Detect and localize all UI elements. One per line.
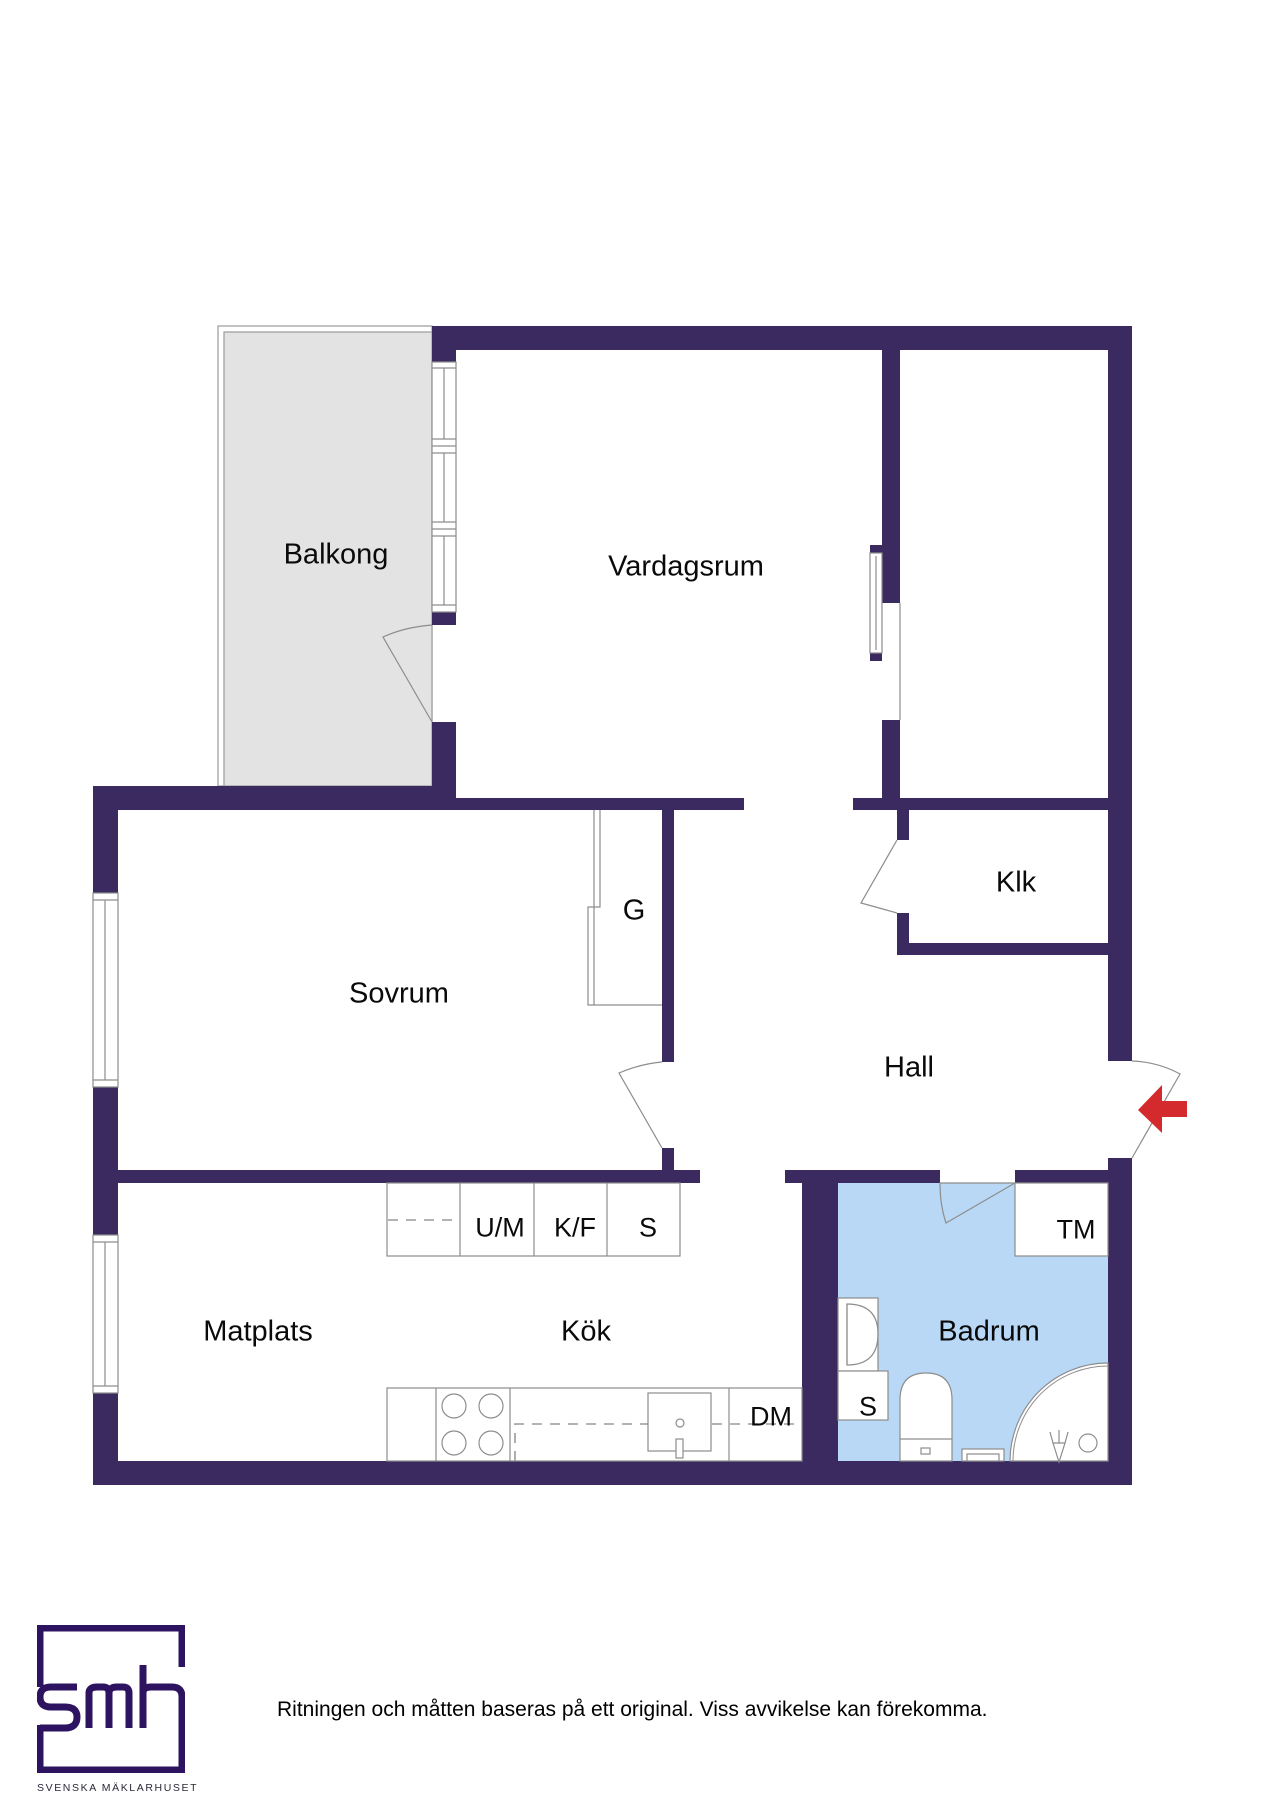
fixture-label-kf: K/F [553, 1212, 597, 1243]
kitchen-upper-cabinets [386, 1182, 681, 1257]
disclaimer-text: Ritningen och måtten baseras på ett orig… [277, 1698, 988, 1721]
room-label-vardagsrum: Vardagsrum [608, 550, 764, 583]
fixture-label-dm: DM [750, 1401, 792, 1432]
room-label-klk: Klk [995, 866, 1037, 899]
room-label-matplats: Matplats [203, 1315, 313, 1348]
walls [93, 326, 1132, 1485]
bathroom-fixtures [837, 1182, 1109, 1464]
fixture-label-s-kitchen: S [638, 1212, 658, 1243]
closet-outline [587, 810, 662, 1006]
room-label-hall: Hall [884, 1051, 934, 1084]
room-label-balkong: Balkong [283, 538, 389, 571]
room-label-badrum: Badrum [938, 1315, 1040, 1348]
logo-subtitle: SVENSKA MÄKLARHUSET [37, 1782, 199, 1794]
fixture-label-um: U/M [475, 1212, 525, 1243]
smh-logo [37, 1625, 185, 1773]
fixture-label-tm: TM [1056, 1214, 1096, 1245]
room-label-garderob: G [622, 894, 646, 927]
entry-arrow-icon [1138, 1085, 1187, 1133]
windows [92, 361, 901, 1394]
doors [382, 624, 1181, 1224]
balcony-area [217, 325, 433, 787]
room-label-kok: Kök [561, 1315, 611, 1348]
fixture-label-s-bath: S [858, 1391, 878, 1422]
kitchen-counter [386, 1387, 803, 1462]
room-label-sovrum: Sovrum [349, 977, 449, 1010]
